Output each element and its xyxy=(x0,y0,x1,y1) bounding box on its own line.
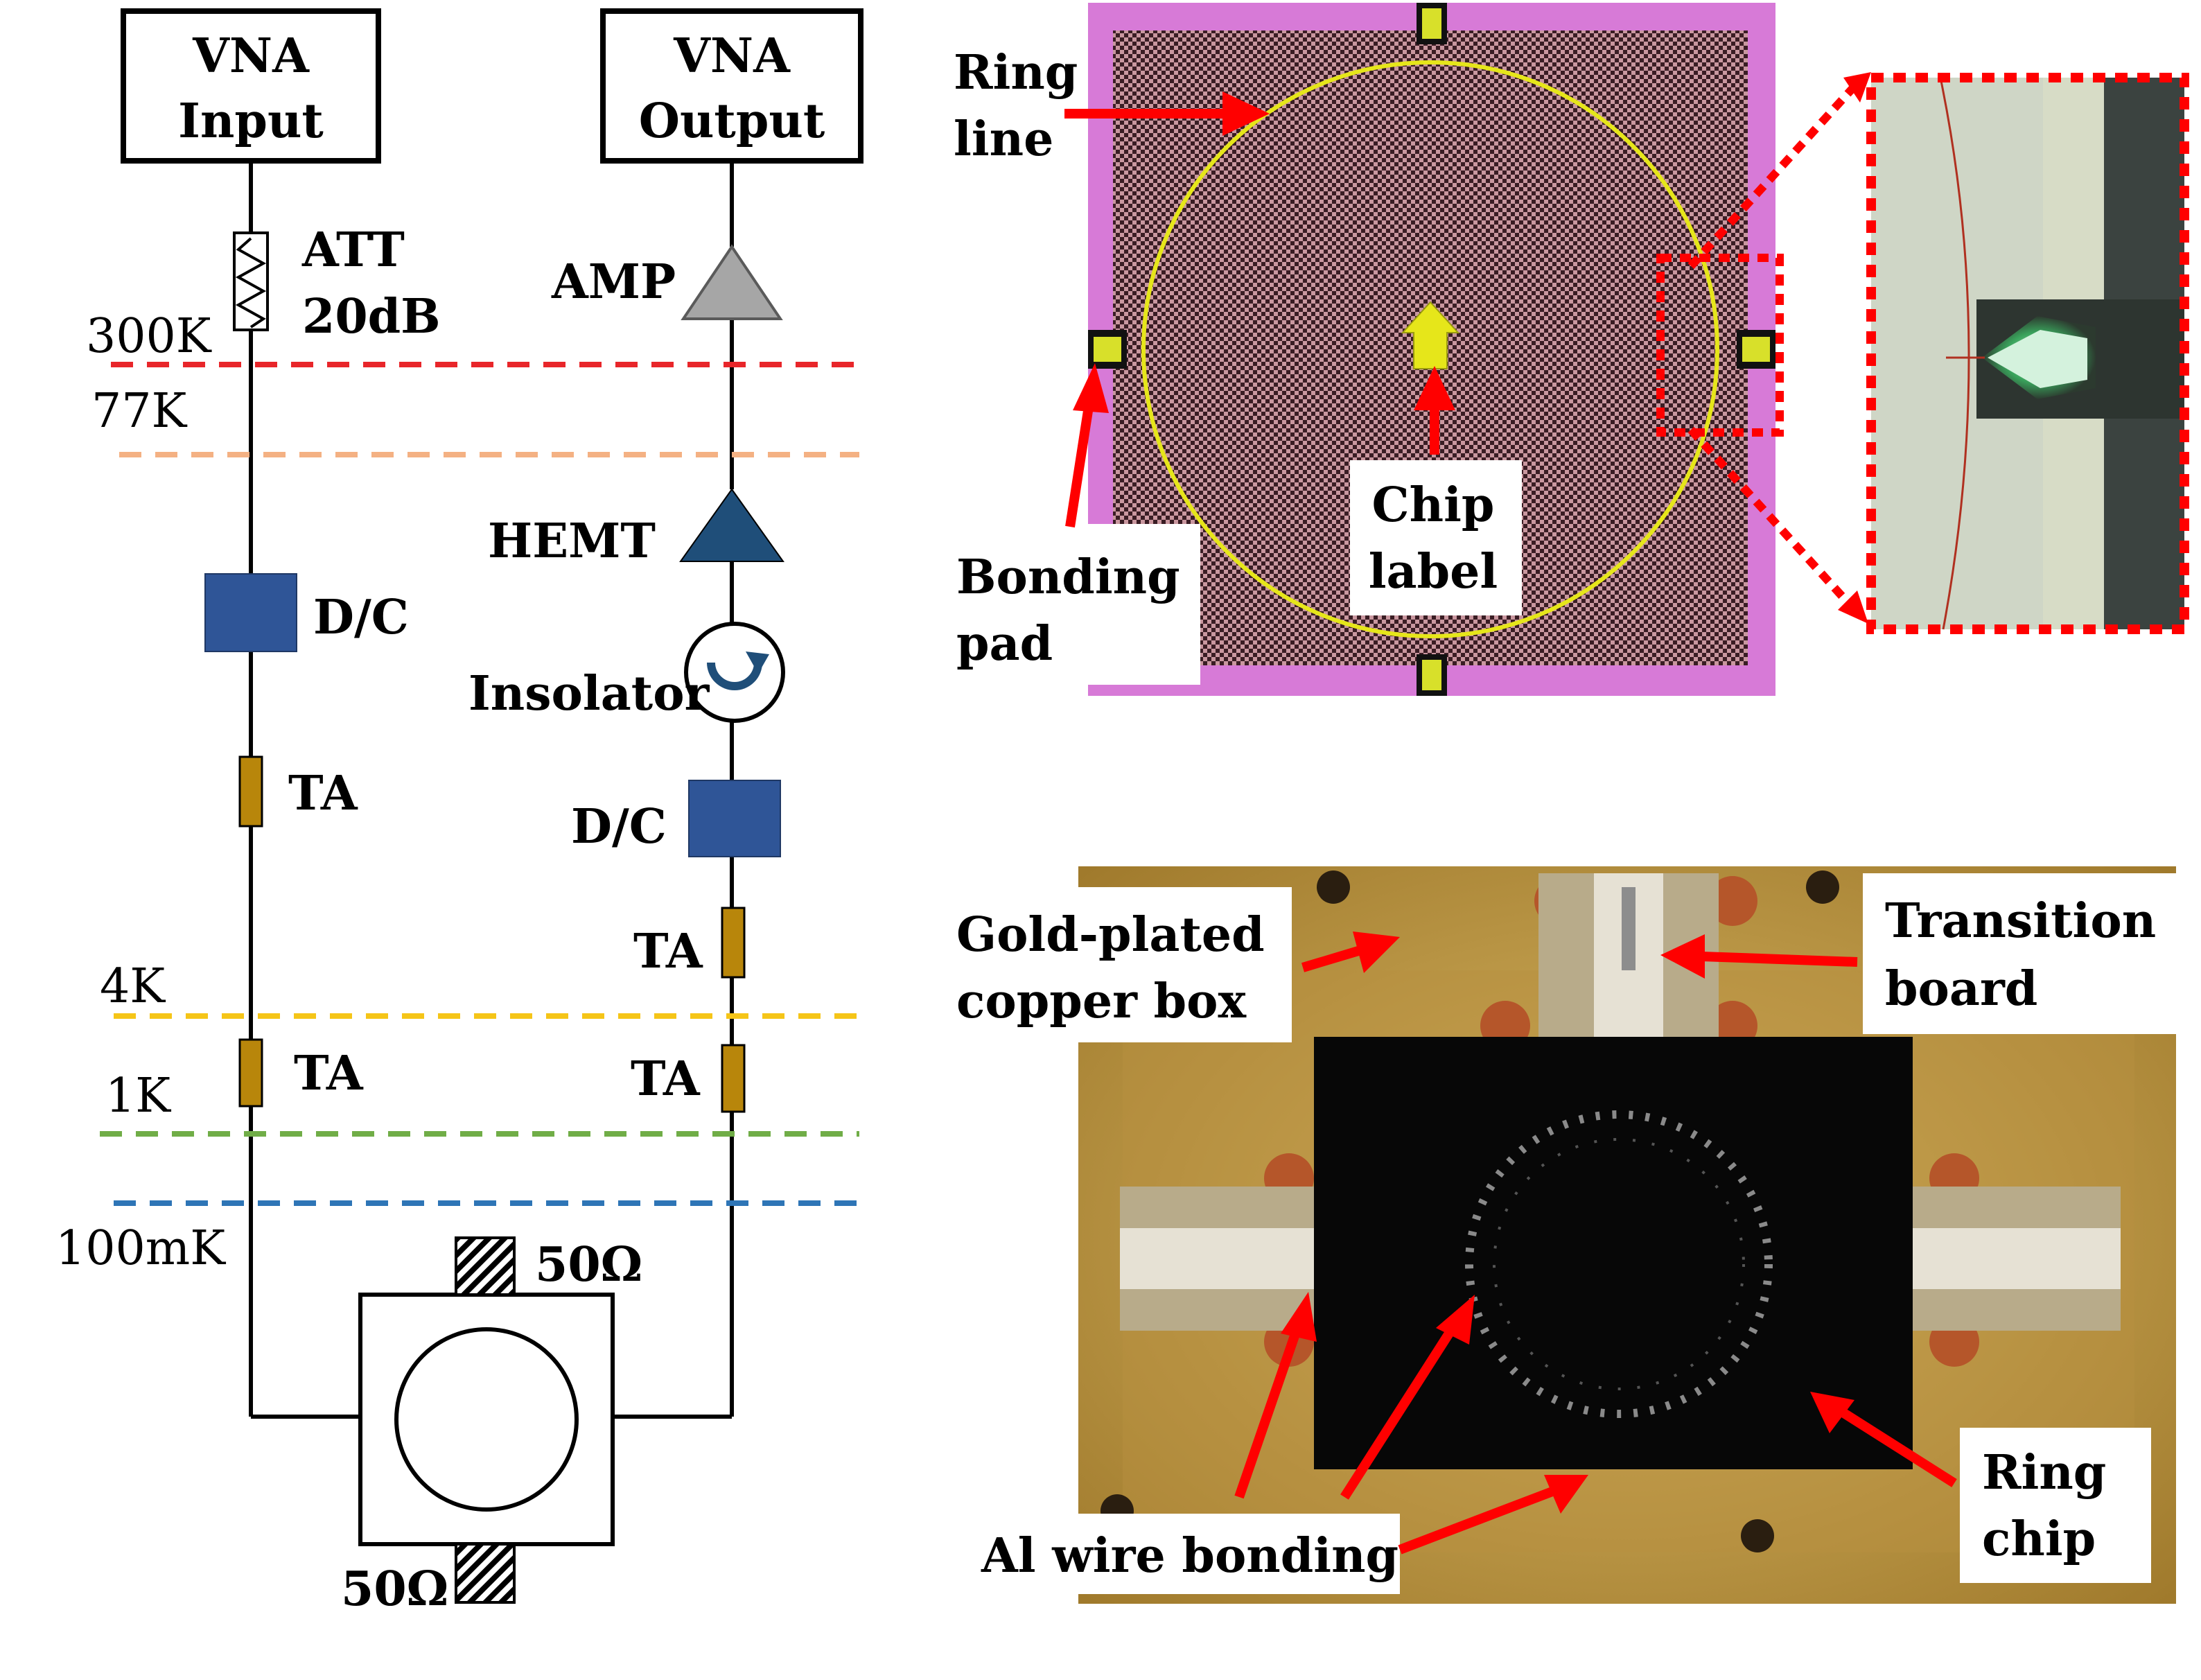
stage-label-300k: 300K xyxy=(86,309,212,364)
screw-hole xyxy=(1806,870,1839,904)
vna-input-box: VNA Input xyxy=(121,8,381,164)
al-wire-arrow-1 xyxy=(1234,1326,1302,1499)
vna-output-line2: Output xyxy=(639,94,825,149)
ta-label: TA xyxy=(288,766,358,821)
gold-box-arrow xyxy=(1301,946,1360,972)
ring-chip-label-2: chip xyxy=(1982,1512,2096,1567)
bonding-pad-label-2: pad xyxy=(956,616,1053,672)
transition-board-label-2: board xyxy=(1885,961,2037,1017)
screw-hole xyxy=(1741,1519,1774,1552)
termination-bottom xyxy=(455,1543,516,1604)
vna-output-box: VNA Output xyxy=(600,8,863,164)
isolator-arrow-icon xyxy=(707,662,762,690)
ring-chip-ring xyxy=(1465,1110,1773,1418)
zoom-inset xyxy=(1866,73,2189,634)
ring-line-shape xyxy=(1141,60,1719,638)
amp-label: AMP xyxy=(551,254,676,310)
termination-label-top: 50Ω xyxy=(535,1237,642,1293)
chip-layout-panel: Ring line Bonding pad Chip label xyxy=(940,3,2189,696)
hemt-label: HEMT xyxy=(488,514,656,569)
termination-label-bottom: 50Ω xyxy=(341,1561,448,1617)
stage-label-77k: 77K xyxy=(91,384,188,439)
ta-output-lower: TA xyxy=(631,1044,746,1113)
ta-input-lower: TA xyxy=(238,1038,364,1108)
hemt: HEMT xyxy=(488,488,784,569)
isolator: Insolator xyxy=(468,622,785,723)
gold-box-label-1: Gold-plated xyxy=(956,907,1265,963)
vna-input-line1: VNA xyxy=(192,28,310,84)
vna-input-line2: Input xyxy=(178,94,324,149)
input-line xyxy=(249,161,360,1419)
al-wire-arrow-3 xyxy=(1398,1487,1554,1555)
ring-line-label-1: Ring xyxy=(954,45,1078,100)
stage-label-1k: 1K xyxy=(105,1069,171,1123)
ta-input-upper: TA xyxy=(238,755,358,828)
attenuator-label-line2: 20dB xyxy=(302,289,441,344)
zoom-region-box xyxy=(1656,254,1784,437)
chip-label-text-2: label xyxy=(1369,544,1498,600)
stage-label-100mk: 100mK xyxy=(55,1221,226,1276)
al-wire-label-box xyxy=(970,1514,1400,1594)
ta-output-upper: TA xyxy=(633,907,746,979)
termination-top xyxy=(455,1236,516,1296)
dc-input: D/C xyxy=(204,573,409,652)
transition-board-label-box xyxy=(1863,873,2176,1034)
al-wire-arrow-2 xyxy=(1340,1325,1457,1500)
ring-chip-label-1: Ring xyxy=(1982,1445,2106,1500)
zoom-connector-bottom xyxy=(1687,426,1858,613)
output-line xyxy=(613,161,734,1419)
screw-hole xyxy=(1317,870,1350,904)
amp: AMP xyxy=(551,244,783,320)
chip-label-text-1: Chip xyxy=(1372,478,1495,533)
ring-chip-arrow xyxy=(1838,1407,1957,1487)
ta-label: TA xyxy=(633,924,703,979)
gold-box-label-2: copper box xyxy=(956,974,1247,1029)
bonding-pad-label-1: Bonding xyxy=(956,550,1180,605)
ring-line-label-box xyxy=(940,30,1087,175)
photo-panel: Gold-plated copper box Transition board … xyxy=(940,866,2176,1604)
zoom-connector-top xyxy=(1687,80,1861,270)
bonding-pad-label-box xyxy=(940,524,1200,685)
ta-label: TA xyxy=(631,1051,701,1107)
dc-output-label: D/C xyxy=(571,799,667,855)
ta-label: TA xyxy=(294,1046,364,1101)
dc-output: D/C xyxy=(571,780,781,857)
dc-input-label: D/C xyxy=(313,590,409,645)
ring-chip-label-box xyxy=(1960,1428,2151,1583)
ring-resonator-symbol: 50Ω 50Ω xyxy=(341,1236,642,1617)
ring-line-label-2: line xyxy=(954,112,1053,167)
attenuator-label-line1: ATT xyxy=(301,222,405,278)
schematic: VNA Input VNA Output xyxy=(55,8,863,1617)
attenuator: ATT 20dB xyxy=(233,222,441,344)
al-wire-label: Al wire bonding xyxy=(981,1528,1398,1584)
chip-label-glyph xyxy=(1401,301,1460,369)
transition-board-arrow xyxy=(1701,952,1858,967)
vna-output-line1: VNA xyxy=(673,28,791,84)
stage-label-4k: 4K xyxy=(100,959,166,1014)
temperature-stages: 300K 77K 4K 1K 100mK xyxy=(55,309,859,1276)
gold-box-label-box xyxy=(940,887,1292,1042)
bonding-pad-arrow xyxy=(1065,401,1094,528)
isolator-label: Insolator xyxy=(468,666,710,721)
transition-board-label-1: Transition xyxy=(1885,893,2156,949)
chip-label-box xyxy=(1350,460,1522,615)
